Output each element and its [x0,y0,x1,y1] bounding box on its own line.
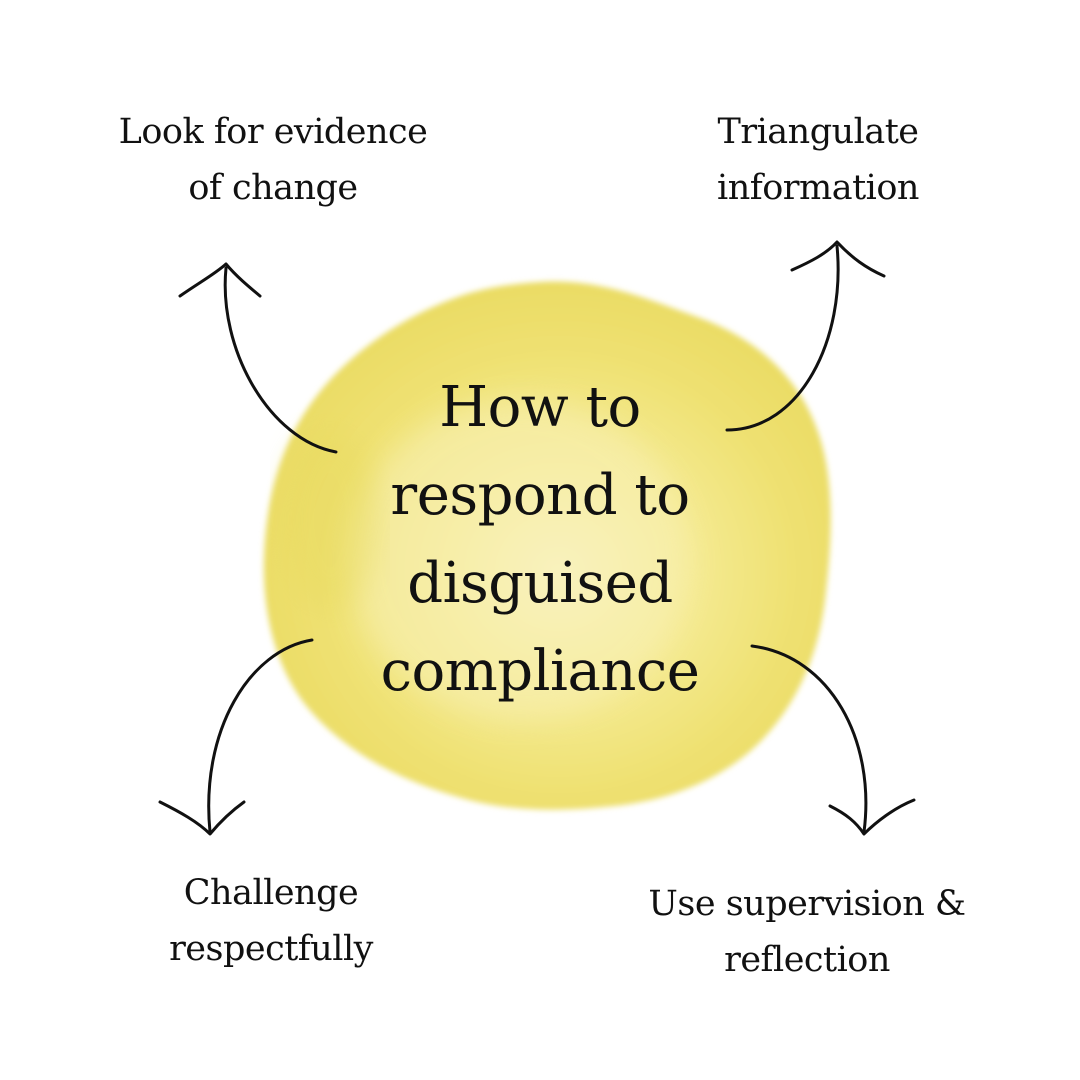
label-line: Triangulate [717,112,919,152]
label-supervision: Use supervision & reflection [620,876,994,988]
arrow-up-left-icon [178,262,338,454]
label-look-for-evidence: Look for evidence of change [88,104,458,216]
center-title-line: compliance [380,639,700,704]
label-line: reflection [724,940,890,980]
arrow-down-right-icon [750,644,916,836]
arrow-up-right-icon [725,240,886,432]
center-title-line: How to [439,375,641,440]
label-challenge: Challenge respectfully [116,865,426,977]
center-title-line: disguised [407,551,673,616]
label-line: Use supervision & [648,884,966,924]
label-line: Look for evidence [118,112,428,152]
center-title-line: respond to [390,463,690,528]
label-triangulate: Triangulate information [660,104,976,216]
arrow-down-left-icon [158,638,314,836]
label-line: of change [188,168,358,208]
center-title: How to respond to disguised compliance [340,364,740,716]
label-line: respectfully [169,929,373,969]
label-line: information [717,168,919,208]
label-line: Challenge [183,873,359,913]
